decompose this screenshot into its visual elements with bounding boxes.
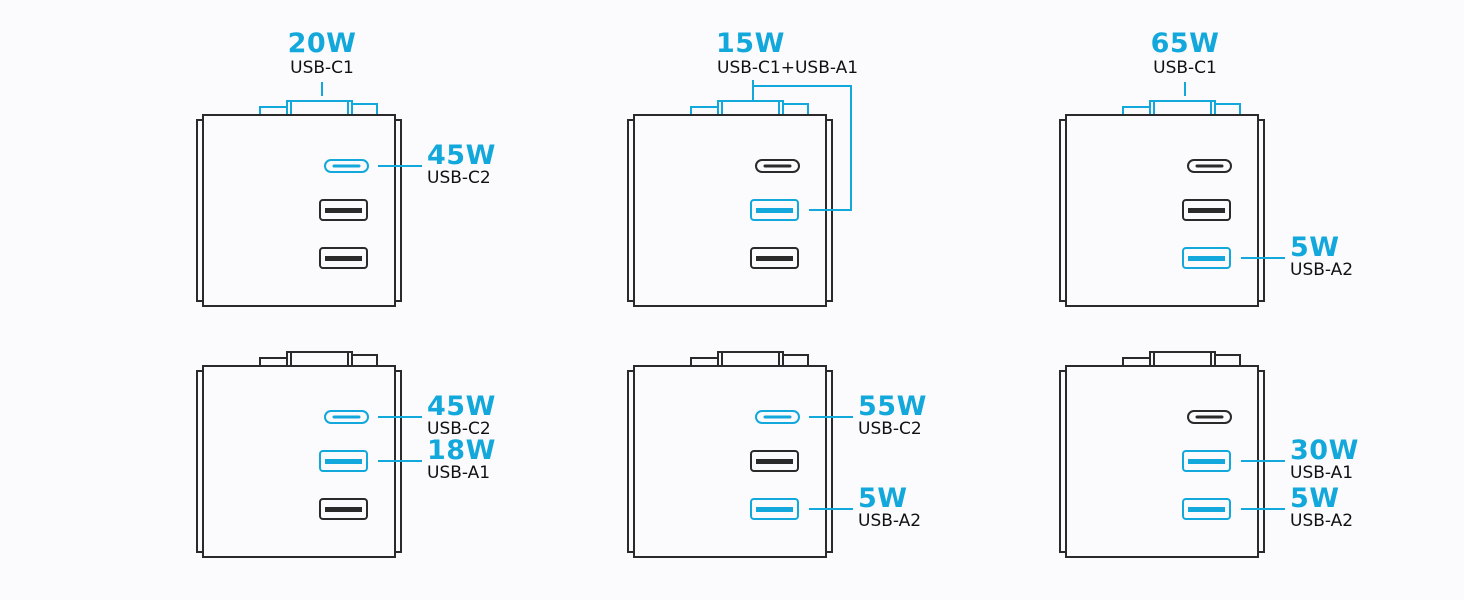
usb-a-port-icon (1182, 199, 1231, 221)
port-wattage: 5W (1290, 483, 1340, 514)
port-name: USB-C2 (427, 168, 491, 188)
charger-body (1065, 114, 1259, 307)
top-port-wattage: 20W (287, 28, 357, 59)
usb-c1-top-port (690, 351, 809, 367)
charger-body (633, 365, 827, 558)
top-port-wattage: 65W (1150, 28, 1220, 59)
port-wattage: 5W (858, 483, 908, 514)
usb-c-port-icon (1187, 410, 1232, 424)
port-wattage: 45W (427, 391, 496, 422)
top-port-name: USB-C1+USB-A1 (717, 58, 859, 78)
port-name: USB-C2 (858, 419, 922, 439)
usb-a-port-icon (319, 247, 368, 269)
usb-c1-top-port (690, 100, 809, 116)
port-name: USB-A2 (858, 511, 922, 531)
charger-body (633, 114, 827, 307)
top-port-name: USB-C1 (290, 58, 354, 78)
usb-a-port-icon (319, 498, 368, 520)
usb-a-port-icon (1182, 498, 1231, 520)
usb-a-port-icon (750, 450, 799, 472)
port-wattage: 18W (427, 435, 496, 466)
usb-a-port-icon (319, 450, 368, 472)
port-name: USB-A1 (1290, 463, 1354, 483)
charger-illustration (627, 351, 853, 558)
charger-illustration (196, 82, 422, 307)
port-name: USB-A2 (1290, 511, 1354, 531)
charger-illustration (627, 80, 852, 307)
port-name: USB-A2 (1290, 260, 1354, 280)
usb-a-port-icon (1182, 450, 1231, 472)
usb-c-port-icon (324, 159, 369, 173)
usb-c1-top-port (259, 100, 378, 116)
usb-c1-top-port (1122, 351, 1241, 367)
usb-c1-top-port (1122, 100, 1241, 116)
charger-illustration (1059, 82, 1285, 307)
charger-illustration (196, 351, 422, 558)
charger-body (1065, 365, 1259, 558)
port-wattage: 45W (427, 140, 496, 171)
charger-body (202, 365, 396, 558)
top-port-name: USB-C1 (1153, 58, 1217, 78)
callout-line (752, 80, 852, 211)
usb-c1-top-port (259, 351, 378, 367)
usb-a-port-icon (319, 199, 368, 221)
usb-c-port-icon (1187, 159, 1232, 173)
port-name: USB-A1 (427, 463, 491, 483)
port-wattage: 5W (1290, 232, 1340, 263)
top-port-wattage: 15W (716, 28, 785, 59)
port-wattage: 55W (858, 391, 927, 422)
usb-a-port-icon (750, 247, 799, 269)
usb-c-port-icon (324, 410, 369, 424)
usb-a-port-icon (750, 199, 799, 221)
charger-body (202, 114, 396, 307)
usb-c-port-icon (755, 159, 800, 173)
port-name: USB-C2 (427, 419, 491, 439)
usb-c-port-icon (755, 410, 800, 424)
port-wattage: 30W (1290, 435, 1359, 466)
usb-a-port-icon (750, 498, 799, 520)
usb-a-port-icon (1182, 247, 1231, 269)
charger-illustration (1059, 351, 1285, 558)
